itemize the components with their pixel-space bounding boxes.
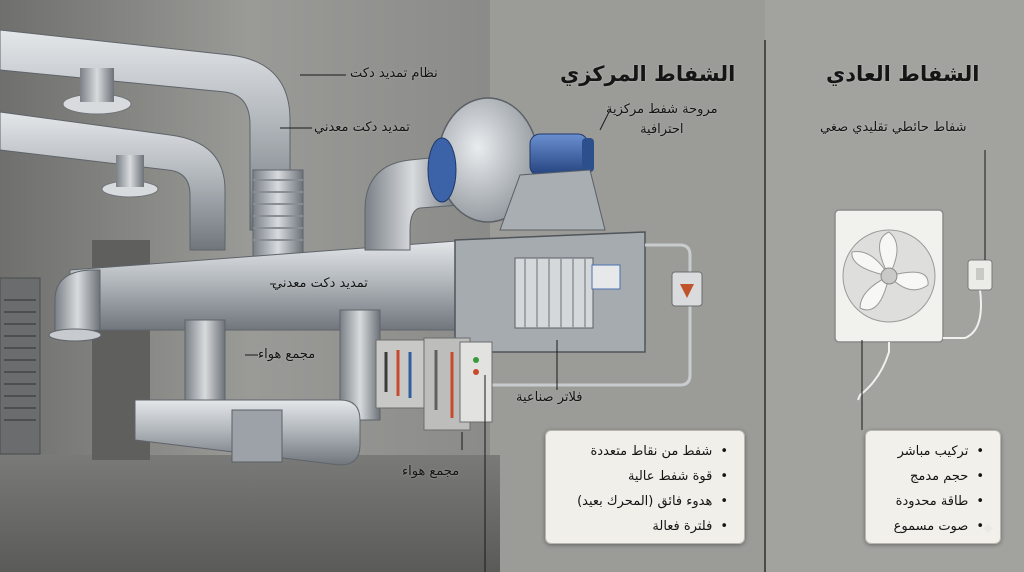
central-feature: قوة شفط عالية (556, 464, 728, 489)
central-features-list: شفط من نقاط متعددة قوة شفط عالية هدوء فا… (546, 431, 744, 545)
top-duct-2 (0, 111, 226, 251)
filter-info-plate (591, 264, 621, 290)
air-collector-lower-label: مجمع هواء (402, 464, 460, 479)
switch-toggle (976, 268, 984, 280)
central-fan-label-line1: مروحة شفط مركزية (606, 102, 718, 117)
regular-feature: تركيب مباشر (876, 439, 984, 464)
metal-duct-main-label: تمديد دكت معدني (272, 276, 368, 291)
regular-title: الشفاط العادي (826, 62, 980, 86)
central-feature: فلترة فعالة (556, 514, 728, 539)
central-fan-label-line2: احترافية (640, 122, 684, 137)
control-panel (459, 341, 493, 423)
tool-board-left (375, 339, 427, 409)
diffuser-neck-2 (116, 155, 144, 187)
motor-cap (582, 138, 594, 172)
central-feature: هدوء فائق (المحرك بعيد) (556, 489, 728, 514)
central-feature: شفط من نقاط متعددة (556, 439, 728, 464)
switch-warning-icon (680, 284, 694, 298)
wall-fan-blades (851, 231, 929, 311)
tools (384, 350, 454, 418)
industrial-filters-label: فلاتر صناعية (516, 390, 583, 405)
regular-features-box: تركيب مباشر حجم مدمج طاقة محدودة صوت مسم… (865, 430, 1001, 544)
left-duct-end (48, 328, 102, 342)
flex-duct-rings (253, 179, 303, 241)
panel-light-2 (473, 369, 479, 375)
fan-inlet-ring (427, 137, 457, 203)
wall-fan-hub (880, 267, 898, 285)
leader-lines (245, 74, 986, 572)
fan-motor (529, 133, 589, 177)
grille-slats (4, 299, 36, 421)
floor (0, 455, 500, 572)
regular-feature: صوت مسموع (876, 514, 984, 539)
central-title: الشفاط المركزي (560, 62, 736, 86)
regular-features-list: تركيب مباشر حجم مدمج طاقة محدودة صوت مسم… (866, 431, 1000, 545)
regular-feature: طاقة محدودة (876, 489, 984, 514)
regular-fan-label: شفاط حائطي تقليدي صغي (820, 120, 967, 135)
duct-system-label: نظام تمديد دكت (350, 66, 438, 81)
wall-fan-cable (857, 342, 890, 401)
regular-feature: حجم مدمج (876, 464, 984, 489)
filter-pleats (524, 258, 586, 328)
vent-grille-panel (0, 277, 41, 455)
sparkle-icon: ✦ (980, 519, 996, 540)
central-features-box: شفط من نقاط متعددة قوة شفط عالية هدوء فا… (545, 430, 745, 544)
air-collector-upper-label: مجمع هواء (258, 347, 316, 362)
fan-stand (499, 169, 606, 231)
conduit-central (470, 243, 692, 387)
filter-panels (514, 257, 594, 329)
diffuser-neck-1 (80, 68, 114, 102)
central-fan-label: مروحة شفط مركزية احترافية (606, 100, 718, 140)
collector-box (231, 409, 283, 463)
switch-cable (943, 289, 982, 339)
panel-light-1 (473, 357, 479, 363)
left-elbow (54, 269, 101, 336)
lower-duct-vertical-1 (184, 319, 226, 401)
metal-duct-top-label: تمديد دكت معدني (314, 120, 410, 135)
